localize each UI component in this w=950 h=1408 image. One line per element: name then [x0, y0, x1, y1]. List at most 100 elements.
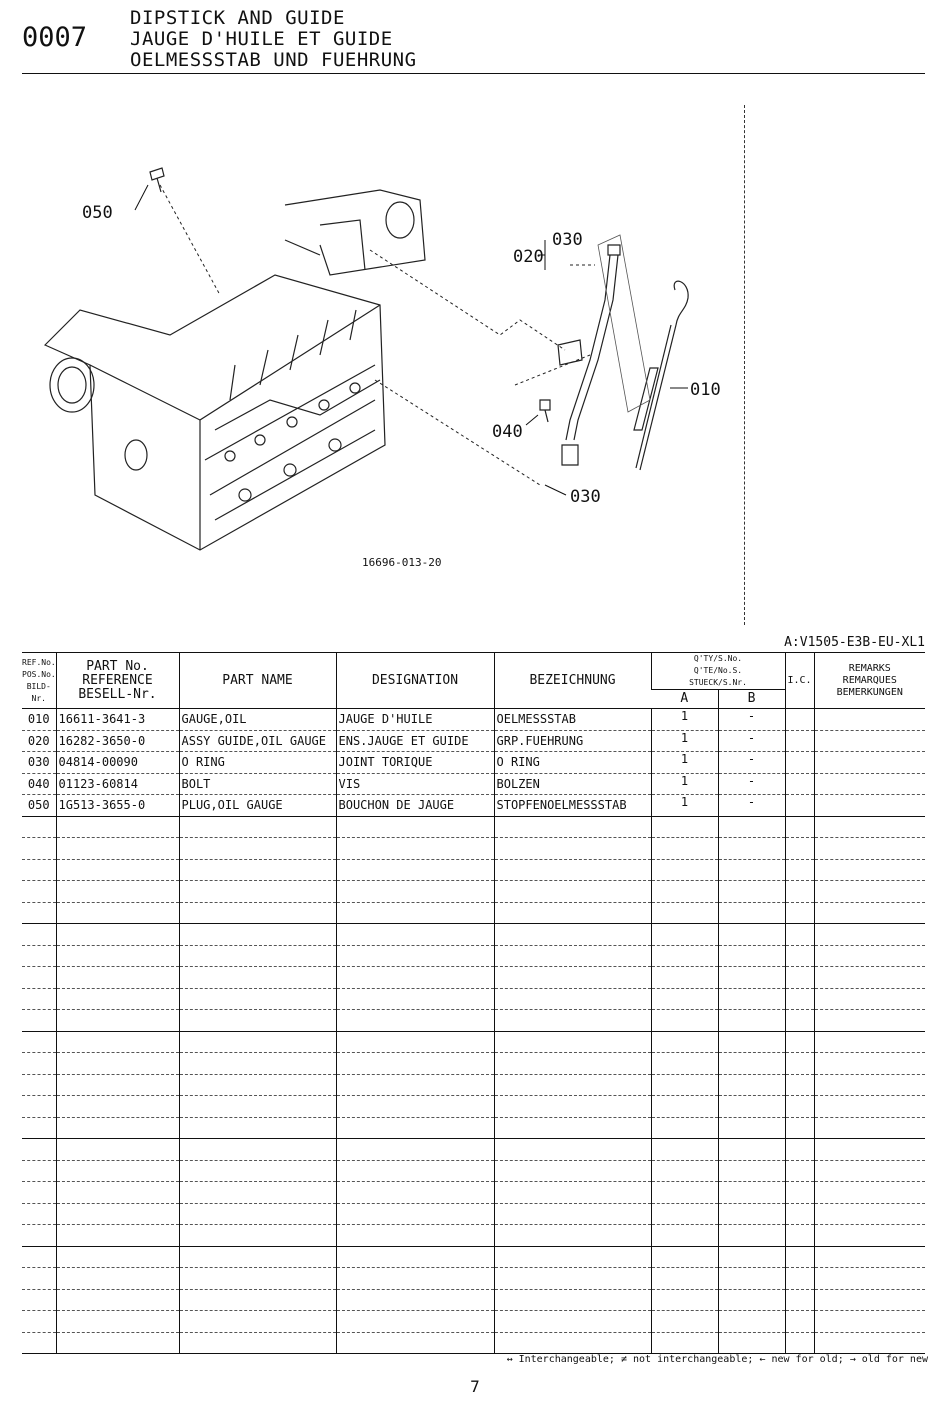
empty-cell [493, 923, 651, 946]
cell-qty-b: - [717, 751, 786, 774]
cell-bezeichnung: GRP.FUEHRUNG [493, 730, 651, 752]
table-row-empty [22, 1289, 926, 1311]
empty-cell [335, 1224, 494, 1247]
cell-bezeichnung: BOLZEN [493, 773, 651, 795]
callout-030-top: 030 [552, 230, 583, 250]
empty-cell [493, 1074, 651, 1096]
header-bezeichnung: BEZEICHNUNG [493, 652, 651, 709]
cell-qty-b: - [717, 794, 786, 817]
empty-cell [335, 966, 494, 989]
page-number: 7 [470, 1377, 480, 1396]
empty-cell [784, 1160, 815, 1182]
empty-cell [55, 1009, 179, 1032]
empty-cell [717, 988, 786, 1010]
table-row-empty [22, 988, 926, 1010]
engine-block-drawing [43, 189, 426, 551]
empty-cell [650, 859, 718, 881]
table-row-empty [22, 1095, 926, 1118]
empty-cell [22, 859, 56, 881]
empty-cell [650, 902, 718, 924]
table-row-empty [22, 1074, 926, 1096]
empty-cell [650, 988, 718, 1010]
empty-cell [813, 1095, 926, 1118]
empty-cell [813, 1031, 926, 1053]
empty-cell [22, 1009, 56, 1032]
empty-cell [813, 966, 926, 989]
empty-cell [717, 945, 786, 967]
empty-cell [650, 1138, 718, 1161]
empty-cell [55, 1117, 179, 1139]
empty-cell [784, 966, 815, 989]
empty-cell [493, 988, 651, 1010]
empty-cell [178, 1052, 336, 1075]
title-english: DIPSTICK AND GUIDE [130, 7, 345, 29]
empty-cell [335, 1160, 494, 1182]
empty-cell [717, 1246, 786, 1268]
empty-cell [784, 1095, 815, 1118]
cell-part-no: 1G513-3655-0 [55, 794, 179, 817]
empty-cell [22, 1246, 56, 1268]
empty-cell [55, 1310, 179, 1333]
empty-cell [22, 966, 56, 989]
empty-cell [55, 966, 179, 989]
empty-cell [717, 1095, 786, 1118]
empty-cell [178, 1267, 336, 1290]
empty-cell [650, 1160, 718, 1182]
empty-cell [55, 1332, 179, 1354]
empty-cell [717, 1009, 786, 1032]
table-row-empty [22, 880, 926, 903]
title-german: OELMESSSTAB UND FUEHRUNG [130, 49, 417, 71]
empty-cell [22, 880, 56, 903]
empty-cell [335, 1289, 494, 1311]
empty-cell [813, 1181, 926, 1204]
empty-cell [335, 945, 494, 967]
empty-cell [178, 1160, 336, 1182]
header-qty-a: A [651, 689, 718, 709]
empty-cell [493, 1267, 651, 1290]
header-ref-no: REF.No. POS.No. BILD-Nr. [22, 652, 56, 709]
section-number: 0007 [22, 22, 88, 53]
empty-cell [178, 837, 336, 860]
empty-cell [22, 1289, 56, 1311]
empty-cell [55, 1031, 179, 1053]
empty-cell [493, 945, 651, 967]
empty-cell [178, 902, 336, 924]
empty-cell [784, 730, 815, 752]
cell-name: GAUGE,OIL [178, 708, 336, 731]
empty-cell [55, 945, 179, 967]
empty-cell [813, 1203, 926, 1225]
callout-040: 040 [492, 422, 523, 442]
empty-cell [784, 945, 815, 967]
empty-cell [55, 837, 179, 860]
cell-bezeichnung: O RING [493, 751, 651, 774]
empty-cell [22, 1095, 56, 1118]
empty-cell [784, 1074, 815, 1096]
empty-cell [55, 859, 179, 881]
empty-cell [813, 837, 926, 860]
empty-cell [650, 1117, 718, 1139]
diagram-divider [744, 105, 745, 625]
cell-name: O RING [178, 751, 336, 774]
table-row-empty [22, 859, 926, 881]
empty-cell [784, 1181, 815, 1204]
table-row-empty [22, 1310, 926, 1333]
empty-cell [813, 1310, 926, 1333]
empty-cell [784, 1138, 815, 1161]
empty-cell [717, 1310, 786, 1333]
cell-name: PLUG,OIL GAUGE [178, 794, 336, 817]
empty-cell [784, 1224, 815, 1247]
cell-qty-a: 1 [650, 708, 718, 731]
empty-cell [784, 773, 815, 795]
cell-ref: 030 [22, 751, 56, 774]
empty-cell [55, 902, 179, 924]
empty-cell [813, 1246, 926, 1268]
empty-cell [717, 837, 786, 860]
empty-cell [178, 880, 336, 903]
empty-cell [784, 1310, 815, 1333]
empty-cell [55, 1289, 179, 1311]
callout-020: 020 [513, 247, 544, 267]
empty-cell [335, 880, 494, 903]
header-part-no: PART No. REFERENCE BESELL-Nr. [55, 652, 179, 709]
empty-cell [813, 1074, 926, 1096]
empty-cell [813, 1117, 926, 1139]
